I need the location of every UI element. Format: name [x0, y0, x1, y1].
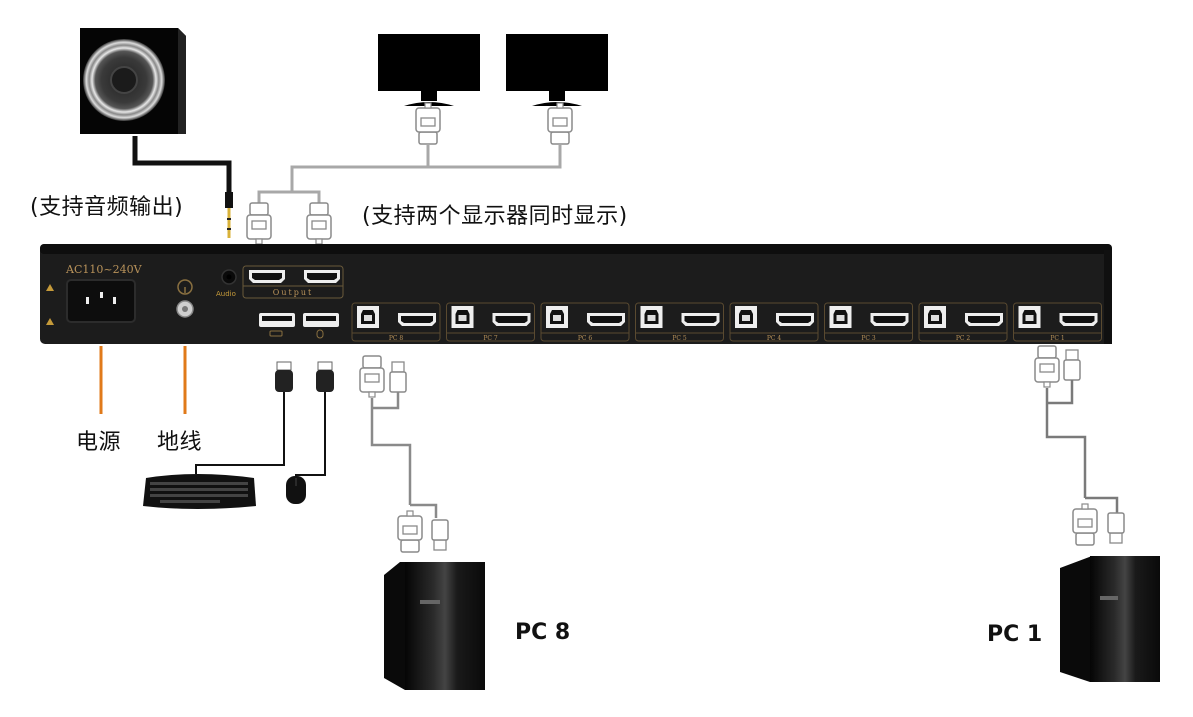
pc-port-label: PC 3: [861, 335, 876, 342]
pc-tower-icon: [384, 562, 485, 690]
power-label: 电源: [76, 430, 122, 455]
pc-port-group: PC 3: [824, 302, 913, 342]
pc-port-group: PC 5: [635, 302, 724, 342]
pc-1-label: PC 1: [987, 622, 1043, 647]
hdmi-input-port-icon: [681, 313, 720, 326]
pc-port-group: PC 7: [446, 302, 535, 342]
monitor-icon: [378, 34, 480, 106]
pc-port-label: PC 7: [483, 335, 498, 342]
power-inlet-icon: [66, 279, 136, 323]
pc-tower-icon: [1060, 556, 1160, 682]
hdmi-input-port-icon: [398, 313, 436, 326]
usb-plug-icon: [389, 361, 407, 393]
audio-port-label: Audio: [216, 290, 236, 298]
usb-keyboard-port-icon: [259, 313, 295, 337]
audio-jack-icon: [225, 192, 233, 238]
hdmi-input-port-icon: [870, 313, 909, 326]
hdmi-plug-icon: [246, 202, 272, 245]
usb-plug-icon: [1107, 512, 1125, 544]
usb-b-port-icon: [829, 306, 852, 328]
hdmi-output-port-icon: [304, 270, 340, 283]
warning-icon: [46, 284, 54, 291]
usb-b-port-icon: [924, 306, 946, 328]
usb-mouse-port-icon: [303, 313, 339, 339]
hdmi-input-port-icon: [492, 313, 531, 326]
pc-port-label: PC 6: [578, 335, 593, 342]
warning-icon: [46, 318, 54, 325]
audio-support-label: (支持音频输出): [30, 195, 184, 220]
pc-port-label: PC 2: [956, 335, 971, 342]
usb-plug-icon: [1063, 349, 1081, 381]
usb-b-port-icon: [451, 306, 474, 328]
pc-port-label: PC 5: [672, 335, 687, 342]
output-group-label: Output: [273, 288, 313, 297]
hdmi-input-port-icon: [1059, 313, 1098, 326]
usb-b-port-icon: [546, 306, 568, 328]
usb-plug-keyboard-icon: [275, 361, 293, 392]
pc-port-label: PC 8: [389, 335, 404, 342]
usb-plug-mouse-icon: [316, 361, 334, 392]
pc-8-label: PC 8: [515, 620, 571, 645]
hdmi-plug-icon: [359, 355, 385, 398]
hdmi-plug-icon: [1072, 503, 1098, 546]
kvm-switch-rear-panel: [40, 244, 1112, 344]
usb-b-port-icon: [1018, 306, 1041, 328]
pc-port-group: PC 2: [918, 302, 1008, 342]
pc-port-group: PC 1: [1013, 302, 1102, 342]
keyboard-icon: [143, 474, 256, 509]
pc-port-group: PC 4: [729, 302, 819, 342]
usb-plug-icon: [431, 519, 449, 551]
hdmi-output-port-icon: [249, 270, 285, 283]
hdmi-input-port-icon: [965, 313, 1003, 326]
power-rating-text: AC110~240V: [65, 263, 143, 276]
dual-display-support-label: (支持两个显示器同时显示): [362, 204, 628, 229]
hdmi-plug-icon: [397, 510, 423, 553]
usb-b-port-icon: [640, 306, 663, 328]
pc-port-group: PC 8: [351, 302, 441, 342]
speaker-icon: [80, 28, 186, 134]
mouse-icon: [286, 476, 306, 504]
hdmi-input-port-icon: [776, 313, 814, 326]
hdmi-plug-icon: [306, 202, 332, 245]
usb-b-port-icon: [357, 306, 379, 328]
pc-port-label: PC 4: [767, 335, 782, 342]
ground-label: 地线: [157, 430, 203, 455]
audio-cable: [132, 136, 232, 195]
usb-b-port-icon: [735, 306, 757, 328]
ground-terminal-icon: [176, 279, 194, 318]
hdmi-input-port-icon: [587, 313, 625, 326]
monitor-icon: [506, 34, 608, 106]
pc-port-group: PC 6: [540, 302, 630, 342]
audio-port-icon: [221, 269, 237, 285]
hdmi-plug-icon: [547, 102, 573, 145]
pc-port-label: PC 1: [1050, 335, 1064, 342]
hdmi-plug-icon: [1034, 345, 1060, 388]
hdmi-plug-icon: [415, 102, 441, 145]
